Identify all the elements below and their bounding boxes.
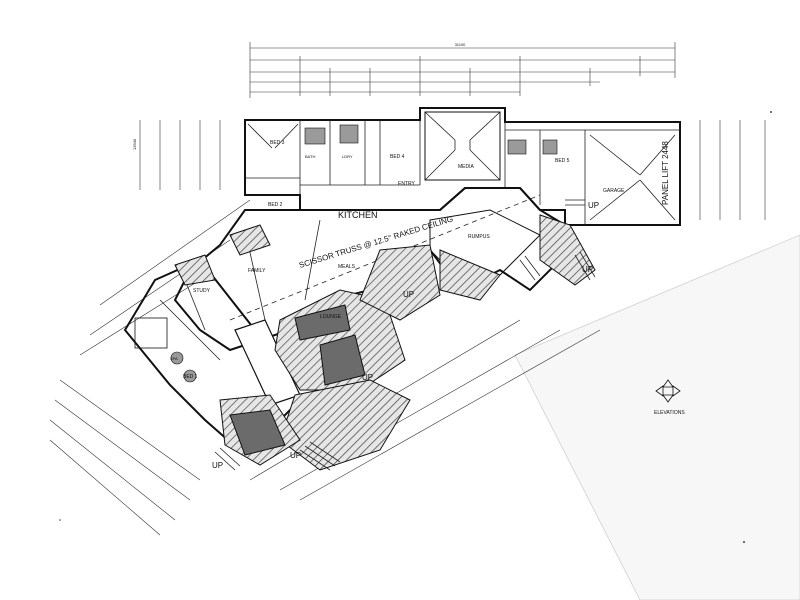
bed5-label: BED 5	[555, 158, 570, 164]
family-label: FAMILY	[248, 268, 266, 274]
up-note-left: UP	[212, 461, 223, 470]
bed3-label: BED 3	[270, 140, 285, 146]
bed2-label: BED 2	[268, 202, 283, 208]
up-note-center: UP	[403, 290, 414, 299]
left-dimension-lines: 13940	[132, 120, 221, 190]
bed4-label: BED 4	[390, 154, 405, 160]
elevations-label: ELEVATIONS	[654, 410, 685, 416]
up-note-lower: UP	[362, 373, 373, 382]
right-dimension-lines	[699, 120, 766, 220]
entry-steps	[214, 199, 596, 471]
up-note-garage: UP	[588, 201, 599, 210]
panel-lift-note: PANEL LIFT 2448	[661, 141, 670, 205]
elevations-key: ELEVATIONS	[654, 379, 685, 416]
room-labels: KITCHEN GARAGE BED 2 BED 3 BED 4 BED 5 B…	[170, 140, 625, 380]
hatched-roof-areas	[174, 214, 596, 471]
overlapping-sheet	[514, 234, 800, 600]
top-dimension-lines: 31100	[249, 42, 676, 98]
garage-label: GARAGE	[603, 188, 625, 194]
laundry-label: LDRY	[342, 154, 353, 159]
kitchen-label: KITCHEN	[338, 210, 378, 220]
overall-depth-dimension: 13940	[132, 138, 137, 150]
entry-label: ENTRY	[398, 181, 416, 187]
bed1-label: BED 1	[183, 374, 198, 380]
rumpus-label: RUMPUS	[468, 234, 490, 240]
bath-label: BATH	[305, 154, 315, 159]
overall-width-dimension: 31100	[455, 42, 467, 47]
lounge-label: LOUNGE	[320, 314, 342, 320]
study-label: STUDY	[193, 288, 211, 294]
scan-marks	[59, 111, 772, 543]
media-label: MEDIA	[458, 164, 475, 170]
up-note-bottom: UP	[290, 451, 301, 460]
spa-label: SPA	[170, 356, 178, 361]
meals-label: MEALS	[338, 264, 356, 270]
up-note-right: UP	[582, 265, 593, 274]
upper-wing	[244, 107, 681, 226]
